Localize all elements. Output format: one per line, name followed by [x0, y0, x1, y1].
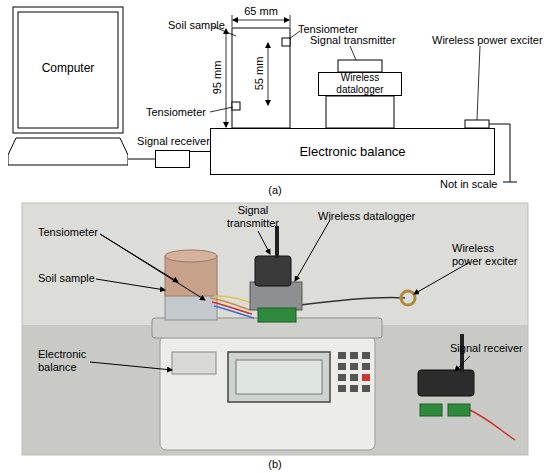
power-exciter-symbol [465, 120, 489, 128]
dimension-label: 95 mm [211, 53, 224, 103]
soil-sample-drawing [232, 28, 290, 128]
balance-photo [362, 352, 370, 359]
datalogger-photo [275, 226, 279, 258]
exciter-photo [401, 291, 415, 305]
leader-arrow [90, 220, 470, 371]
part-label: (b) [262, 458, 288, 471]
tensiometer-symbol [232, 38, 290, 110]
leader-line [477, 46, 480, 120]
part-label: Soil sample [38, 272, 113, 285]
balance-photo [350, 385, 358, 392]
dimension-line [226, 15, 290, 127]
datalogger-stand [326, 96, 394, 128]
part-label: Wireless datalogger [318, 210, 438, 223]
wire-bundle [300, 297, 405, 305]
part-label: Signal transmitter [310, 34, 410, 47]
laptop-screen [13, 7, 123, 133]
part-label: Wireless power exciter [452, 242, 524, 268]
leader-arrow [295, 220, 330, 281]
dimension-line [268, 43, 269, 105]
balance-photo [172, 352, 216, 374]
datalogger-box: Wireless datalogger [318, 72, 402, 96]
wire-bundle [212, 302, 252, 314]
balance-photo [338, 385, 346, 392]
receiver-photo [448, 404, 470, 416]
soil-sample-photo [165, 250, 217, 320]
receiver-box: Signal receiver [155, 150, 190, 168]
balance-photo [152, 318, 382, 450]
balance-photo [228, 352, 330, 402]
node-label: Electronic balance [299, 144, 405, 159]
balance-photo [350, 352, 358, 359]
balance-photo [350, 374, 358, 381]
laptop-screen [18, 12, 118, 128]
tensiometer-symbol [282, 38, 290, 46]
tensiometer-symbol [232, 102, 240, 110]
wire-bundle [210, 296, 515, 440]
dimension-line [233, 20, 289, 21]
part-label: Signal transmitter [222, 204, 284, 230]
power-exciter-symbol [503, 182, 517, 183]
photo-background [22, 203, 528, 455]
balance-photo [362, 374, 370, 381]
leader-arrow [90, 362, 172, 370]
balance-photo [338, 374, 346, 381]
receiver-photo [420, 404, 442, 416]
node-label: Computer [18, 61, 118, 75]
node-label: Wireless datalogger [319, 72, 401, 96]
leader-line [210, 107, 233, 112]
dimension-line [226, 29, 227, 127]
transmitter-symbol [338, 60, 382, 72]
datalogger-photo [258, 308, 296, 322]
leader-line [350, 46, 356, 60]
leader-arrow [258, 231, 270, 254]
part-label: (a) [262, 184, 288, 197]
part-label: Signal receiver [450, 342, 530, 355]
balance-photo [350, 363, 358, 370]
balance-photo [362, 385, 370, 392]
balance-photo [338, 352, 346, 359]
computer-laptop: Computer [8, 5, 128, 170]
balance-photo [160, 336, 375, 450]
datalogger-photo [250, 226, 302, 322]
soil-sample-photo [165, 250, 217, 262]
exciter-photo [401, 291, 415, 305]
balance-photo [338, 363, 346, 370]
dimension-label: 55 mm [253, 49, 266, 99]
connector-line [128, 159, 155, 160]
transmitter-symbol [338, 60, 382, 72]
photo-background [22, 203, 528, 455]
part-label: Electronic balance [38, 348, 100, 374]
connector-line [190, 151, 210, 152]
datalogger-photo [255, 256, 291, 286]
soil-sample-drawing [232, 28, 290, 128]
receiver-photo [418, 370, 474, 396]
dimension-line [232, 15, 233, 27]
wire-bundle [214, 306, 254, 318]
part-label: Soil sample [168, 19, 228, 32]
part-label: Wireless power exciter [432, 34, 547, 47]
part-label: 65 mm [236, 5, 286, 18]
dimension-line [290, 15, 291, 27]
laptop-outline [8, 5, 128, 170]
wire-bundle [470, 410, 515, 440]
part-label: Tensiometer [38, 226, 113, 239]
datalogger-stand [326, 96, 394, 128]
leader-arrow [96, 279, 165, 290]
part-label: Not in scale [440, 178, 510, 191]
balance-box: Electronic balance [210, 128, 495, 175]
part-label: Tensiometer [146, 106, 211, 119]
laptop-base [8, 138, 128, 165]
photo-background [22, 203, 528, 455]
leader-arrow [455, 356, 470, 371]
balance-photo [236, 360, 322, 394]
balance-photo [362, 363, 370, 370]
leader-arrow [100, 234, 205, 300]
